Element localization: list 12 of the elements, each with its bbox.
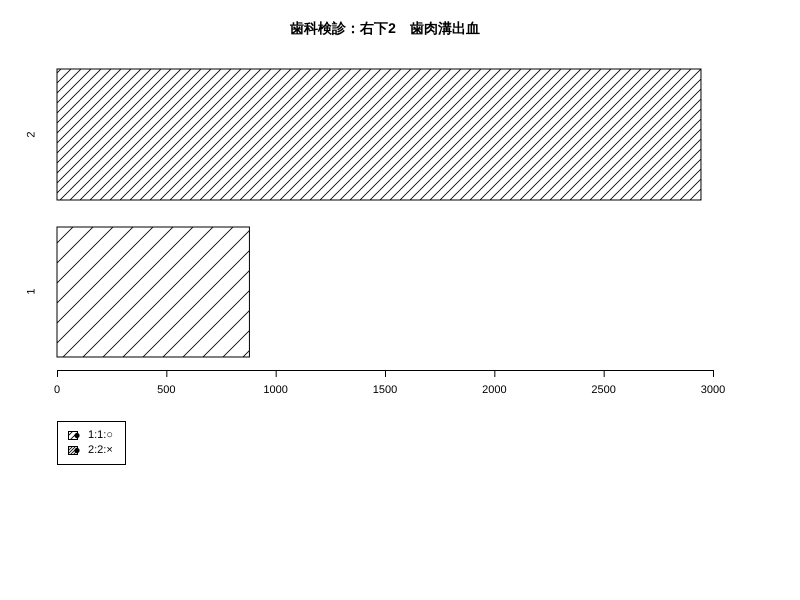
tick-label: 0 — [54, 385, 60, 396]
tick-label: 1500 — [372, 385, 398, 396]
tick-label: 2000 — [482, 385, 507, 396]
tick-label: 500 — [157, 385, 176, 396]
legend-label: 1:1:○ — [88, 430, 113, 441]
chart-title: 歯科検診：右下2 歯肉溝出血 — [290, 21, 480, 35]
legend-label: 2:2:× — [88, 445, 113, 456]
category-label: 2 — [26, 130, 38, 138]
tick-label: 2500 — [591, 385, 616, 396]
tick-label: 1000 — [263, 385, 288, 396]
category-label: 1 — [26, 288, 38, 295]
tick-label: 3000 — [700, 385, 726, 396]
